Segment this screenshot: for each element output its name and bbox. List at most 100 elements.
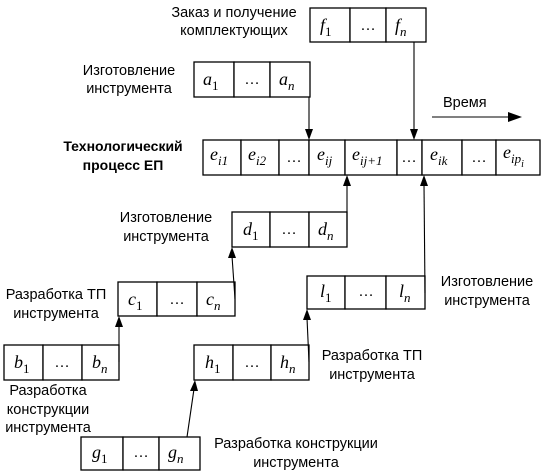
var-b-first: b1 xyxy=(14,352,30,376)
svg-text:процесс ЕП: процесс ЕП xyxy=(83,157,164,173)
cell-a-dots xyxy=(233,61,271,98)
var-l-first: l1 xyxy=(320,281,332,305)
svg-text:Разработка ТП: Разработка ТП xyxy=(322,348,423,364)
chain-f: f1 … fn xyxy=(309,7,427,43)
dots-g: … xyxy=(134,445,149,461)
cell-b-first xyxy=(3,344,44,381)
svg-text:Изготовление: Изготовление xyxy=(120,210,212,226)
label-tool-making-a: Изготовление инструмента xyxy=(83,63,175,97)
cell-d-last xyxy=(308,211,348,248)
var-e-ip: eipi xyxy=(503,142,524,170)
dots-e-2: … xyxy=(402,150,417,166)
var-e-i2: ei2 xyxy=(248,144,267,168)
svg-text:конструкции: конструкции xyxy=(7,402,89,418)
cell-b-dots xyxy=(42,344,83,381)
arrow-c-to-d xyxy=(228,247,236,300)
var-f-first: f1 xyxy=(320,15,332,39)
chain-h: h1 … hn xyxy=(193,344,310,381)
svg-text:Изготовление: Изготовление xyxy=(83,63,175,79)
label-tool-making-d: Изготовление инструмента xyxy=(120,210,212,245)
dots-e-3: … xyxy=(472,150,487,166)
var-e-ij1: eij+1 xyxy=(352,144,383,168)
var-g-first: g1 xyxy=(92,442,108,466)
label-tp-development-c: Разработка ТП инструмента xyxy=(6,287,107,322)
dots-e-1: … xyxy=(287,150,302,166)
chain-a: a1 … an xyxy=(193,61,311,98)
cell-l-last xyxy=(385,275,426,310)
svg-text:Изготовление: Изготовление xyxy=(441,274,533,290)
var-d-first: d1 xyxy=(243,219,259,243)
cell-e-ip xyxy=(495,139,541,176)
cell-l-dots xyxy=(344,275,387,310)
arrow-g-to-h xyxy=(186,380,198,438)
cell-g-last xyxy=(158,436,201,471)
arrow-d-to-eij1 xyxy=(343,175,351,230)
dots-b: … xyxy=(55,355,70,371)
chain-d: d1 … dn xyxy=(231,211,348,248)
cell-h-last xyxy=(270,344,310,381)
var-e-ik: eik xyxy=(430,144,448,168)
chain-b: b1 … bn xyxy=(3,344,120,381)
dots-l: … xyxy=(359,284,374,300)
label-order-components: Заказ и получение комплектующих xyxy=(171,5,296,39)
chain-l: l1 … ln xyxy=(306,275,426,310)
svg-text:Разработка ТП: Разработка ТП xyxy=(6,287,107,303)
cell-d-dots xyxy=(269,211,310,248)
var-e-i1: ei1 xyxy=(210,144,228,168)
chain-g: g1 … gn xyxy=(80,436,201,471)
cell-f-last xyxy=(385,7,427,43)
cell-e-dots-3 xyxy=(461,139,497,176)
cell-f-dots xyxy=(349,7,387,43)
cell-f-first xyxy=(309,7,351,43)
cell-a-last xyxy=(269,61,311,98)
cell-l-first xyxy=(306,275,346,310)
svg-text:инструмента: инструмента xyxy=(13,306,100,322)
label-tool-making-l: Изготовление инструмента xyxy=(441,274,533,309)
cell-e-i1 xyxy=(202,139,242,176)
arrow-b-to-c xyxy=(115,316,123,362)
var-d-last: dn xyxy=(318,219,334,243)
svg-text:инструмента: инструмента xyxy=(253,455,340,471)
cell-a-first xyxy=(193,61,235,98)
chain-c: c1 … cn xyxy=(117,281,236,317)
label-time: Время xyxy=(443,95,487,111)
var-b-last: bn xyxy=(92,352,108,376)
var-f-last: fn xyxy=(395,15,407,39)
dots-a: … xyxy=(245,72,260,88)
cell-e-dots-2 xyxy=(396,139,423,176)
dots-f: … xyxy=(361,18,376,34)
dots-d: … xyxy=(282,222,297,238)
arrow-h-to-l xyxy=(303,309,311,363)
var-l-last: ln xyxy=(399,281,411,305)
svg-text:Технологический: Технологический xyxy=(63,138,182,154)
svg-text:инструмента: инструмента xyxy=(444,293,531,309)
var-c-first: c1 xyxy=(128,289,143,313)
time-arrow xyxy=(432,112,522,122)
svg-text:Разработка конструкции: Разработка конструкции xyxy=(214,436,378,452)
arrow-f-to-eij1 xyxy=(410,42,418,140)
var-a-last: an xyxy=(279,69,295,93)
label-design-development-b: Разработка конструкции инструмента xyxy=(5,383,92,436)
dots-h: … xyxy=(245,355,260,371)
var-g-last: gn xyxy=(168,442,184,466)
label-design-development-g: Разработка конструкции инструмента xyxy=(214,436,378,471)
svg-text:инструмента: инструмента xyxy=(329,367,416,383)
cell-b-last xyxy=(81,344,120,381)
var-h-first: h1 xyxy=(205,352,221,376)
label-process: Технологический процесс ЕП xyxy=(63,138,182,173)
var-e-ij: eij xyxy=(317,144,333,168)
label-tp-development-h: Разработка ТП инструмента xyxy=(322,348,423,383)
cell-e-ij xyxy=(308,139,346,176)
cell-c-first xyxy=(117,281,158,317)
cell-c-last xyxy=(196,281,236,317)
var-h-last: hn xyxy=(280,352,296,376)
dots-c: … xyxy=(170,292,185,308)
svg-text:инструмента: инструмента xyxy=(5,420,92,436)
cell-h-first xyxy=(193,344,234,381)
arrow-l-to-eik xyxy=(420,175,428,294)
var-a-first: a1 xyxy=(203,69,219,93)
svg-text:инструмента: инструмента xyxy=(86,81,173,97)
arrow-a-to-eij xyxy=(305,97,313,140)
svg-text:Заказ и получение: Заказ и получение xyxy=(171,5,296,21)
